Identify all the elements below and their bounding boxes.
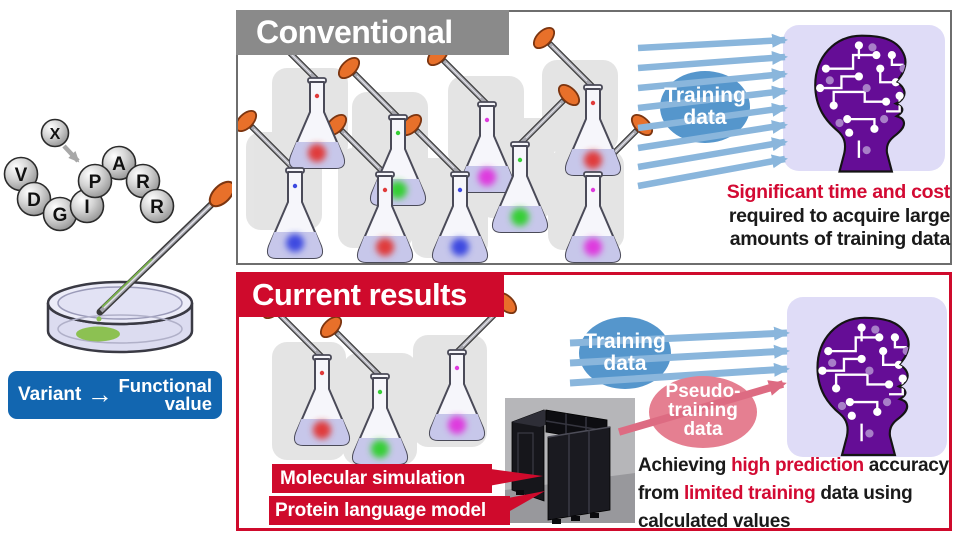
svg-text:Training: Training — [584, 330, 666, 353]
flask-icons — [266, 77, 622, 263]
svg-text:data: data — [683, 419, 723, 440]
head-background — [783, 25, 945, 171]
svg-text:Pseudo-: Pseudo- — [666, 381, 741, 402]
sample-blob — [76, 326, 120, 342]
training-data-bubble — [579, 317, 671, 389]
pseudo-bubble-label: Pseudo- training data — [666, 381, 741, 440]
svg-text:A: A — [112, 154, 126, 175]
right-arrow-icon: → — [86, 378, 113, 409]
method-label-protein-language-model: Protein language model — [269, 496, 510, 525]
mutation-ball — [40, 118, 70, 148]
svg-text:training: training — [668, 400, 738, 421]
variant-box: Variant → Functional value — [8, 371, 222, 419]
svg-text:R: R — [136, 172, 150, 193]
mutation-letter: X — [50, 126, 61, 143]
flask-cards — [272, 335, 487, 465]
mutation-arrow-icon — [62, 144, 80, 163]
caption-highlight: Significant time and cost — [726, 181, 951, 203]
pseudo-arrow-icon — [617, 380, 787, 436]
training-bubble-label: Training data — [664, 84, 746, 129]
amino-acid-balls — [3, 145, 175, 232]
amino-acid-letters: V D G I P A R R — [15, 154, 164, 226]
svg-text:data: data — [683, 106, 727, 129]
svg-text:R: R — [150, 197, 164, 218]
brain-head-icon — [818, 318, 911, 455]
head-background — [787, 297, 947, 457]
svg-text:G: G — [53, 205, 68, 226]
petri-dish-icon — [46, 280, 194, 354]
conventional-caption: Significant time and cost required to ac… — [640, 181, 951, 252]
server-icon — [505, 398, 635, 524]
molecule-chain: X V D G I P A R R — [3, 118, 175, 232]
current-caption: Achieving high prediction accuracy from … — [638, 455, 949, 532]
drop-icon — [96, 316, 102, 322]
conventional-header: Conventional — [236, 10, 509, 55]
svg-text:V: V — [15, 165, 28, 186]
variant-label: Variant — [18, 384, 82, 405]
svg-text:I: I — [84, 197, 89, 218]
current-results-header: Current results — [236, 272, 504, 317]
training-arrow-icons — [569, 326, 790, 387]
svg-text:P: P — [89, 172, 102, 193]
training-arrow-icons — [637, 33, 788, 190]
flask-cards — [246, 60, 624, 258]
left-illustration: X V D G I P A R R — [3, 118, 232, 354]
svg-text:Training: Training — [664, 84, 746, 107]
training-data-bubble — [660, 71, 750, 143]
pipette-icon — [96, 180, 232, 322]
method-label-molecular-simulation: Molecular simulation — [272, 464, 492, 493]
training-bubble-label: Training data — [584, 330, 666, 375]
functional-value-label: Functional value — [118, 375, 212, 414]
pseudo-training-bubble — [649, 376, 757, 448]
brain-head-icon — [815, 36, 907, 172]
svg-text:D: D — [27, 190, 41, 211]
svg-text:data: data — [603, 352, 647, 375]
flask-icons — [293, 349, 486, 465]
